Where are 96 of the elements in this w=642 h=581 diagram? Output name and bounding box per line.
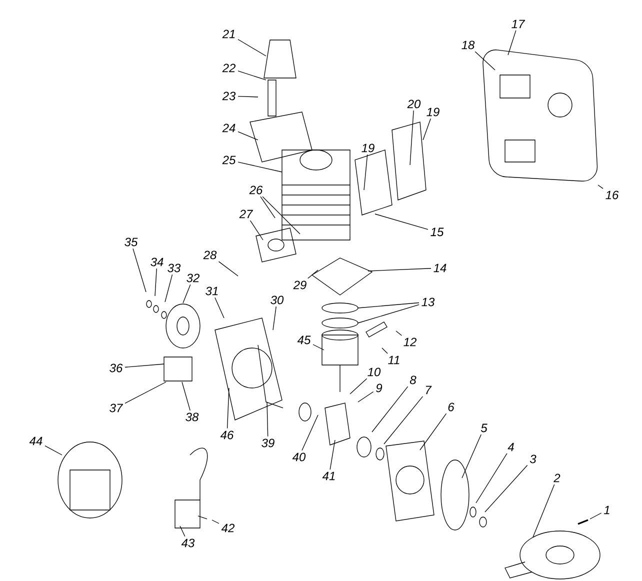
callout-number: 24 — [222, 124, 236, 132]
leader-line — [124, 364, 164, 368]
leader-line — [358, 302, 420, 308]
leader-line — [272, 306, 276, 330]
leader-line — [358, 391, 374, 402]
leader-line — [238, 70, 266, 80]
callout-number: 44 — [29, 436, 42, 446]
leader-line — [476, 453, 508, 504]
leader-line — [382, 348, 388, 354]
leader-line — [238, 162, 282, 172]
callout-number: 18 — [462, 40, 475, 50]
callout-number: 36 — [110, 364, 123, 372]
callout-number: 9 — [376, 384, 382, 392]
leader-line — [260, 196, 276, 218]
leader-line — [262, 196, 300, 234]
callout-number: 1 — [604, 506, 610, 514]
leader-line — [212, 520, 220, 524]
leader-line — [358, 304, 420, 324]
callout-number: 21 — [222, 30, 235, 38]
callout-number: 45 — [297, 336, 311, 344]
leader-line — [462, 434, 482, 478]
leader-line — [124, 382, 166, 404]
callout-number: 27 — [239, 210, 254, 218]
callout-number: 10 — [368, 368, 381, 376]
callout-number: 3 — [530, 454, 536, 464]
leader-line — [410, 110, 414, 166]
callout-number: 40 — [292, 452, 306, 462]
leader-line — [238, 39, 266, 56]
callout-number: 26 — [249, 186, 263, 194]
callout-number: 25 — [222, 156, 236, 164]
callout-number: 2 — [554, 474, 560, 482]
callout-number: 6 — [448, 402, 454, 412]
leader-line — [422, 118, 431, 140]
callout-number: 19 — [426, 108, 440, 116]
callout-number: 11 — [388, 356, 400, 364]
leader-line — [180, 526, 186, 537]
callout-number: 38 — [186, 412, 199, 422]
leader-line — [508, 30, 516, 56]
callout-number: 12 — [404, 338, 416, 346]
leader-line — [532, 484, 555, 538]
leader-line — [214, 297, 224, 318]
callout-number: 4 — [508, 442, 514, 452]
callout-number: 35 — [124, 238, 138, 246]
callout-number: 42 — [221, 524, 234, 532]
leader-line — [312, 344, 324, 350]
leader-line — [226, 388, 230, 429]
leader-line — [420, 413, 447, 450]
callout-number: 20 — [407, 100, 421, 108]
leader-line — [238, 96, 258, 98]
callout-number: 46 — [220, 430, 234, 440]
callout-number: 15 — [430, 228, 444, 236]
callout-number: 5 — [480, 424, 488, 432]
leader-line — [598, 184, 604, 189]
callout-number: 28 — [203, 250, 217, 260]
callout-number: 19 — [362, 144, 374, 152]
callout-number: 41 — [322, 472, 335, 480]
callout-number: 30 — [270, 296, 284, 304]
leader-line — [238, 131, 258, 140]
leader-line — [44, 446, 62, 456]
callout-number: 43 — [181, 538, 195, 548]
leader-line — [218, 261, 238, 276]
leader-line — [384, 396, 424, 444]
leader-line — [590, 512, 602, 520]
leader-line — [368, 268, 432, 272]
leader-line — [350, 378, 368, 394]
leader-line — [132, 248, 146, 292]
leader-line — [266, 402, 268, 437]
leader-line — [182, 284, 191, 304]
callout-number: 32 — [186, 274, 200, 282]
leader-line — [182, 382, 190, 411]
callout-number: 29 — [293, 280, 306, 290]
callout-number: 8 — [410, 376, 416, 384]
leader-line — [474, 51, 496, 70]
leader-line — [372, 386, 408, 432]
callout-number: 17 — [512, 20, 526, 28]
callout-number: 23 — [222, 92, 236, 100]
leader-line — [164, 274, 173, 302]
leader-line — [330, 440, 336, 470]
leader-line — [364, 154, 368, 190]
callout-number: 31 — [206, 286, 218, 296]
callout-number: 22 — [222, 64, 236, 72]
leader-line — [250, 220, 264, 240]
callout-number: 37 — [110, 404, 124, 412]
callout-number: 16 — [606, 190, 619, 200]
callout-number: 33 — [168, 264, 181, 272]
callout-number: 14 — [434, 264, 446, 272]
leader-line — [396, 330, 402, 336]
callout-number: 13 — [422, 298, 435, 306]
callout-number: 7 — [426, 386, 432, 394]
leader-line — [154, 268, 157, 296]
callout-number: 34 — [150, 258, 164, 266]
callout-number: 39 — [262, 438, 274, 448]
leader-line — [308, 270, 318, 279]
leader-line — [374, 214, 428, 230]
leader-line — [302, 414, 318, 451]
leader-line — [484, 464, 528, 512]
